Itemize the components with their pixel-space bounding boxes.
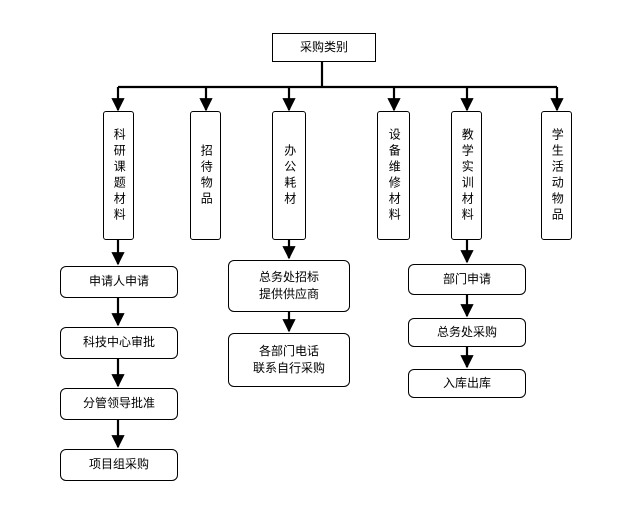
category-label: 科研课题材料	[112, 127, 127, 224]
step-label: 总务处采购	[436, 324, 497, 339]
category-label: 学生活动物品	[550, 127, 565, 224]
step-label: 部门申请	[442, 271, 491, 286]
step-label: 申请人申请	[88, 274, 149, 289]
step-label: 科技中心审批	[82, 335, 155, 350]
root-box: 采购类别	[272, 33, 376, 62]
category-bangong: 办公耗材	[272, 111, 306, 240]
category-zhaodai: 招待物品	[190, 111, 221, 240]
step-label: 总务处招标 提供供应商	[258, 269, 319, 301]
category-label: 教学实训材料	[460, 127, 475, 224]
category-jiaoxue: 教学实训材料	[451, 111, 482, 240]
category-label: 招待物品	[199, 143, 214, 208]
step-keyan-purchase: 项目组采购	[60, 449, 178, 481]
category-shebei: 设备维修材料	[377, 111, 410, 240]
step-label: 各部门电话 联系自行采购	[252, 343, 325, 375]
category-keyan: 科研课题材料	[103, 111, 134, 240]
category-xuesheng: 学生活动物品	[541, 111, 572, 240]
step-keyan-leader: 分管领导批准	[60, 388, 178, 420]
step-jiaoxue-stock: 入库出库	[408, 369, 526, 398]
step-label: 入库出库	[442, 375, 491, 390]
step-keyan-apply: 申请人申请	[60, 266, 178, 298]
step-keyan-approve: 科技中心审批	[60, 327, 178, 359]
category-label: 办公耗材	[282, 143, 297, 208]
step-jiaoxue-apply: 部门申请	[408, 264, 526, 295]
category-label: 设备维修材料	[387, 127, 402, 224]
root-label: 采购类别	[299, 39, 348, 54]
step-bangong-tender: 总务处招标 提供供应商	[228, 260, 350, 312]
step-bangong-self: 各部门电话 联系自行采购	[228, 333, 350, 387]
step-jiaoxue-purchase: 总务处采购	[408, 318, 526, 347]
step-label: 项目组采购	[88, 457, 149, 472]
step-label: 分管领导批准	[82, 396, 155, 411]
